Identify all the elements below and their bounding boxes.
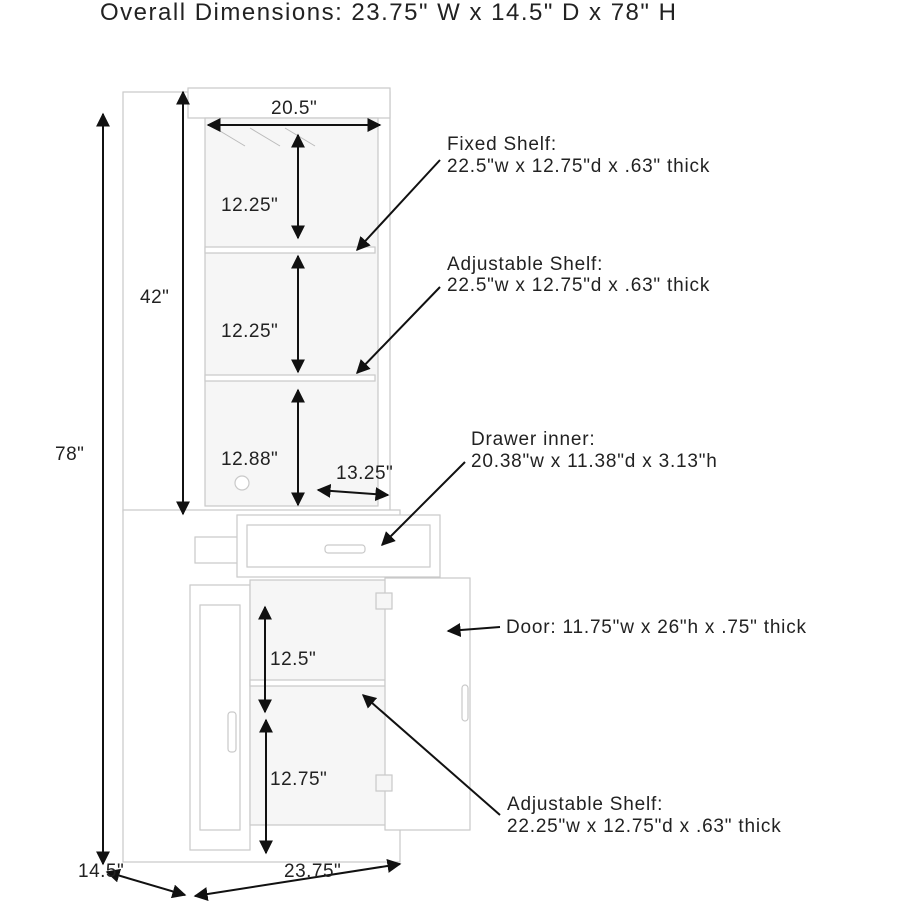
- overall-dimensions-title: Overall Dimensions: 23.75" W x 14.5" D x…: [100, 0, 677, 26]
- adjustable-shelf-lower-spec: 22.25"w x 12.75"d x .63" thick: [507, 816, 782, 837]
- drawer-inner-spec: 20.38"w x 11.38"d x 3.13"h: [471, 451, 718, 472]
- door-label: Door: 11.75"w x 26"h x .75" thick: [506, 617, 807, 638]
- open-door-handle: [461, 684, 469, 722]
- left-door-handle: [227, 711, 237, 753]
- inner-width-label: 20.5": [271, 98, 317, 119]
- inner-depth-label: 13.25": [336, 463, 393, 484]
- fixed-shelf-label: Fixed Shelf:: [447, 134, 557, 155]
- width-label: 23.75": [284, 861, 341, 882]
- adjustable-shelf-upper-spec: 22.5"w x 12.75"d x .63" thick: [447, 275, 710, 296]
- depth-label: 14.5": [78, 861, 124, 882]
- hinge-top: [375, 592, 393, 610]
- hutch-interior: [204, 117, 379, 507]
- hinge-bottom: [375, 774, 393, 792]
- drawer-slide: [194, 536, 241, 564]
- lower-space-2-label: 12.75": [270, 769, 327, 790]
- upper-space-2-label: 12.25": [221, 321, 278, 342]
- upper-space-1-label: 12.25": [221, 195, 278, 216]
- drawer-handle: [324, 544, 366, 554]
- cabinet-illustration: [122, 87, 471, 863]
- adjustable-shelf-upper-label: Adjustable Shelf:: [447, 254, 603, 275]
- drawer-inner-label: Drawer inner:: [471, 429, 595, 450]
- lower-space-1-label: 12.5": [270, 649, 316, 670]
- hutch-crown: [187, 87, 391, 119]
- adjustable-shelf-upper: [204, 374, 376, 382]
- fixed-shelf-spec: 22.5"w x 12.75"d x .63" thick: [447, 156, 710, 177]
- upper-space-3-label: 12.88": [221, 449, 278, 470]
- dimension-lines: [96, 90, 501, 901]
- hutch-height-label: 42": [140, 287, 169, 308]
- adjustable-shelf-lower: [249, 679, 386, 687]
- open-door: [384, 577, 471, 831]
- cable-hole: [234, 475, 250, 491]
- fixed-shelf: [204, 246, 376, 254]
- height-label: 78": [55, 444, 84, 465]
- adjustable-shelf-lower-label: Adjustable Shelf:: [507, 794, 663, 815]
